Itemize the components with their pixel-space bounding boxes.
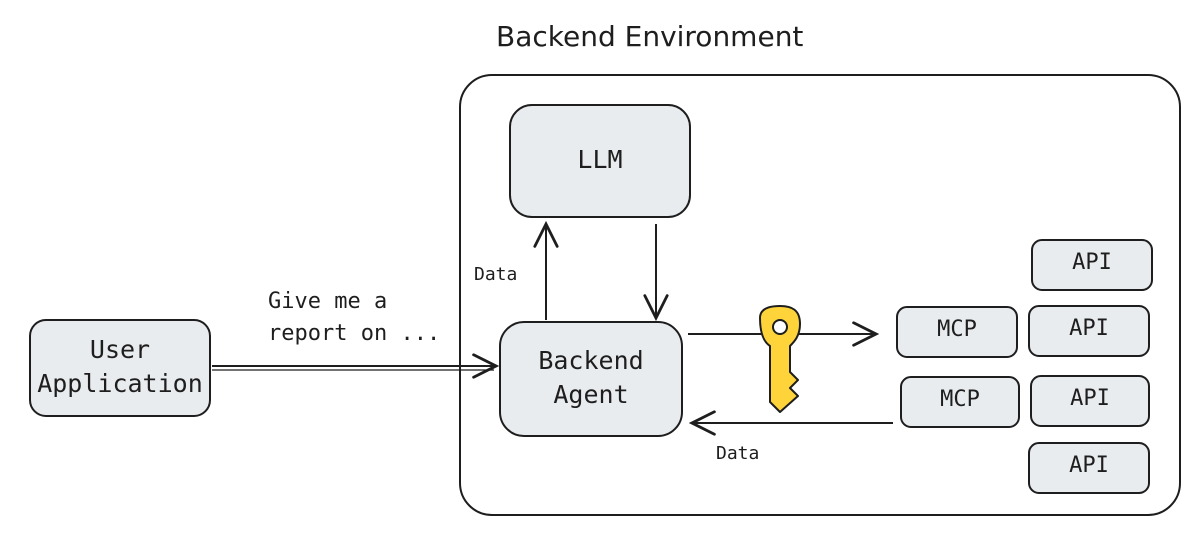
api-label: API — [1069, 316, 1109, 341]
api-box[interactable] — [1028, 305, 1150, 357]
mcp-box[interactable] — [900, 376, 1020, 428]
mcp-box[interactable] — [896, 306, 1018, 358]
api-label: API — [1072, 250, 1112, 275]
backend-agent-label: Backend Agent — [538, 346, 644, 409]
backend-environment-container — [459, 74, 1181, 516]
mcp-label: MCP — [940, 387, 980, 412]
diagram-title: Backend Environment — [496, 20, 804, 53]
agent-to-llm-data-label: Data — [474, 264, 518, 285]
api-label: API — [1069, 453, 1109, 478]
llm-label: LLM — [577, 145, 623, 174]
api-box[interactable] — [1028, 442, 1150, 494]
mcp-label: MCP — [937, 317, 977, 342]
api-box[interactable] — [1030, 375, 1150, 427]
user-application-label: User Application — [37, 335, 203, 398]
mcp-to-agent-data-label: Data — [716, 443, 760, 464]
user-application-box[interactable] — [29, 319, 211, 417]
key-icon — [759, 305, 801, 413]
request-label: Give me a report on ... — [268, 289, 441, 346]
api-label: API — [1070, 386, 1110, 411]
api-box[interactable] — [1031, 239, 1153, 291]
llm-box[interactable] — [509, 104, 691, 218]
backend-agent-box[interactable] — [499, 321, 683, 437]
